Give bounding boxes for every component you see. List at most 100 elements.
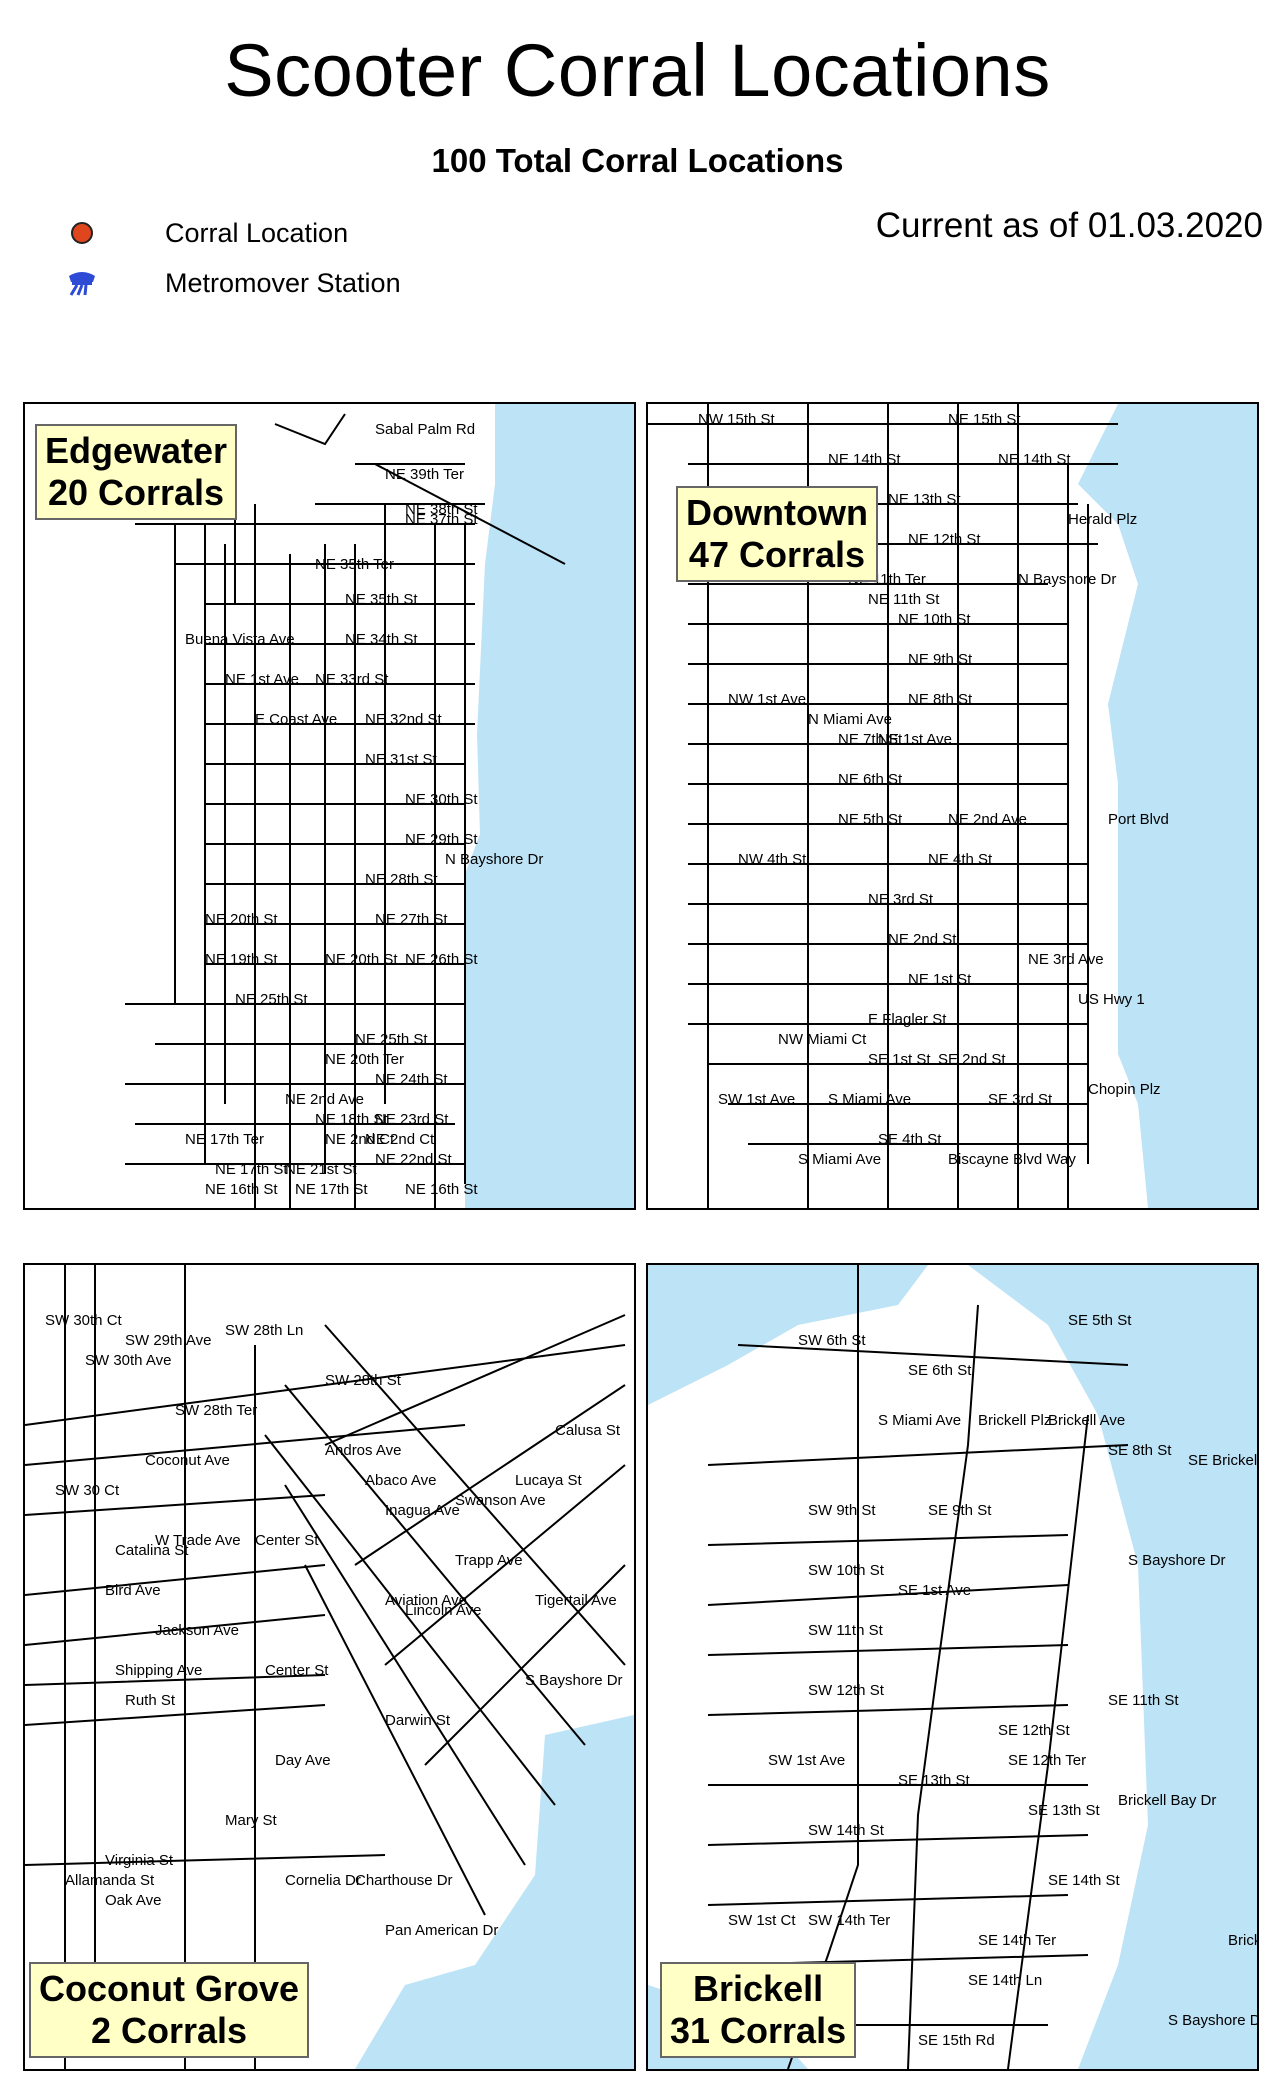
street-label: NE 4th St (928, 851, 993, 868)
street-label: S Miami Ave (878, 1412, 961, 1429)
edgewater-count: 20 Corrals (47, 472, 225, 513)
street-label: NE 23rd St (375, 1111, 449, 1128)
street-label: S Bayshore Dr (525, 1672, 623, 1689)
street-label: Inagua Ave (385, 1502, 460, 1519)
street-label: Center St (255, 1532, 319, 1549)
legend-label-corral: Corral Location (165, 217, 349, 248)
street-label: SE 2nd St (938, 1051, 1006, 1068)
street-label: SW 28th Ln (225, 1322, 303, 1339)
street-label: NE 25th St (235, 991, 308, 1008)
downtown-name: Downtown (686, 492, 868, 533)
street-label: SE 9th St (928, 1502, 992, 1519)
street-label: NE 2nd Ave (948, 811, 1027, 828)
street-label: NE 1st Ave (878, 731, 952, 748)
brickell-name: Brickell (693, 1968, 824, 2009)
street-label: Catalina St (115, 1542, 189, 1559)
street-label: Jackson Ave (155, 1622, 239, 1639)
legend-label-metromover: Metromover Station (165, 267, 401, 298)
street-label: NE 19th St (205, 951, 278, 968)
street-label: NE 7th St (838, 731, 903, 748)
street-label: NW 4th St (738, 851, 807, 868)
street-label: NE 17th St (215, 1161, 288, 1178)
street-label: NE 2nd St (888, 931, 957, 948)
street-label: Center St (265, 1662, 329, 1679)
street-label: E Flagler St (868, 1011, 947, 1028)
street-label: SE 11th St (1108, 1692, 1179, 1709)
street-label: SW 6th St (798, 1332, 866, 1349)
street-label: NE 29th St (405, 831, 478, 848)
coconut-grove-count: 2 Corrals (90, 2010, 248, 2051)
street-label: Bird Ave (105, 1582, 161, 1599)
corral-dot-icon (62, 222, 102, 244)
street-label: SE 8th St (1108, 1442, 1172, 1459)
street-label: NE 6th St (838, 771, 903, 788)
street-label: NE 17th St (295, 1181, 368, 1198)
street-label: NE 14th St (828, 451, 901, 468)
street-label: SE 5th St (1068, 1312, 1132, 1329)
street-label: NE 30th St (405, 791, 478, 808)
brickell-badge: Brickell 31 Corrals (660, 1962, 857, 2058)
downtown-count: 47 Corrals (688, 534, 866, 575)
street-label: N Bayshore Dr (445, 851, 543, 868)
street-label: Lucaya St (515, 1472, 583, 1489)
street-label: Herald Plz (1068, 511, 1137, 528)
street-label: NE 20th St (205, 911, 278, 928)
street-label: N Miami Ave (808, 711, 892, 728)
street-label: Chopin Plz (1088, 1081, 1161, 1098)
street-label: NE 10th St (898, 611, 971, 628)
edgewater-name: Edgewater (45, 430, 228, 471)
street-label: Andros Ave (325, 1442, 401, 1459)
street-label: SE 3rd St (988, 1091, 1053, 1108)
street-label: Coconut Ave (145, 1452, 230, 1469)
street-label: NE 38th St (405, 501, 478, 518)
street-label: SE 4th St (878, 1131, 942, 1148)
map-subtitle: 100 Total Corral Locations (431, 142, 844, 179)
street-label: SW 10th St (808, 1562, 885, 1579)
street-label: NE 8th St (908, 691, 973, 708)
street-label: SW 14th St (808, 1822, 885, 1839)
street-label: Abaco Ave (365, 1472, 436, 1489)
street-label: NE 13th St (888, 491, 961, 508)
street-label: NE 5th St (838, 811, 903, 828)
street-label: SE 15th Rd (918, 2032, 995, 2049)
street-label: NE 22nd St (375, 1151, 453, 1168)
edgewater-badge: Edgewater 20 Corrals (35, 424, 238, 520)
legend: Corral Location Metromover Station (62, 208, 401, 308)
street-label: Virginia St (105, 1852, 174, 1869)
street-label: NE 14th St (998, 451, 1071, 468)
street-label: NE 3rd St (868, 891, 934, 908)
street-label: NE 28th St (365, 871, 438, 888)
downtown-badge: Downtown 47 Corrals (676, 486, 878, 582)
map-title: Scooter Corral Locations (224, 29, 1051, 112)
street-label: Brickell Plz (978, 1412, 1051, 1429)
street-label: SW 9th St (808, 1502, 876, 1519)
street-label: Brickell Bay Dr (1118, 1792, 1216, 1809)
street-label: Shipping Ave (115, 1662, 202, 1679)
street-label: NE 1st St (908, 971, 972, 988)
street-label: S Bayshore Dr (1168, 2012, 1257, 2029)
street-label: NE 18th St (315, 1111, 388, 1128)
street-label: SE 1st St (868, 1051, 931, 1068)
street-label: NE 34th St (345, 631, 418, 648)
legend-row-metromover: Metromover Station (62, 258, 401, 308)
street-label: S Miami Ave (828, 1091, 911, 1108)
street-label: SW 30 Ct (55, 1482, 120, 1499)
street-label: SE Brickell Key Dr (1188, 1452, 1257, 1469)
street-label: Ruth St (125, 1692, 176, 1709)
street-label: NE 2nd Ct (365, 1131, 435, 1148)
street-label: NE 1st Ave (225, 671, 299, 688)
street-label: E Coast Ave (255, 711, 337, 728)
street-label: NE 2nd Ave (285, 1091, 364, 1108)
street-label: SE 14th Ter (978, 1932, 1056, 1949)
street-label: SE 14th St (1048, 1872, 1121, 1889)
street-label: Cornelia Dr (285, 1872, 361, 1889)
street-label: SE 13th St (898, 1772, 971, 1789)
street-label: NE 15th St (948, 411, 1021, 428)
